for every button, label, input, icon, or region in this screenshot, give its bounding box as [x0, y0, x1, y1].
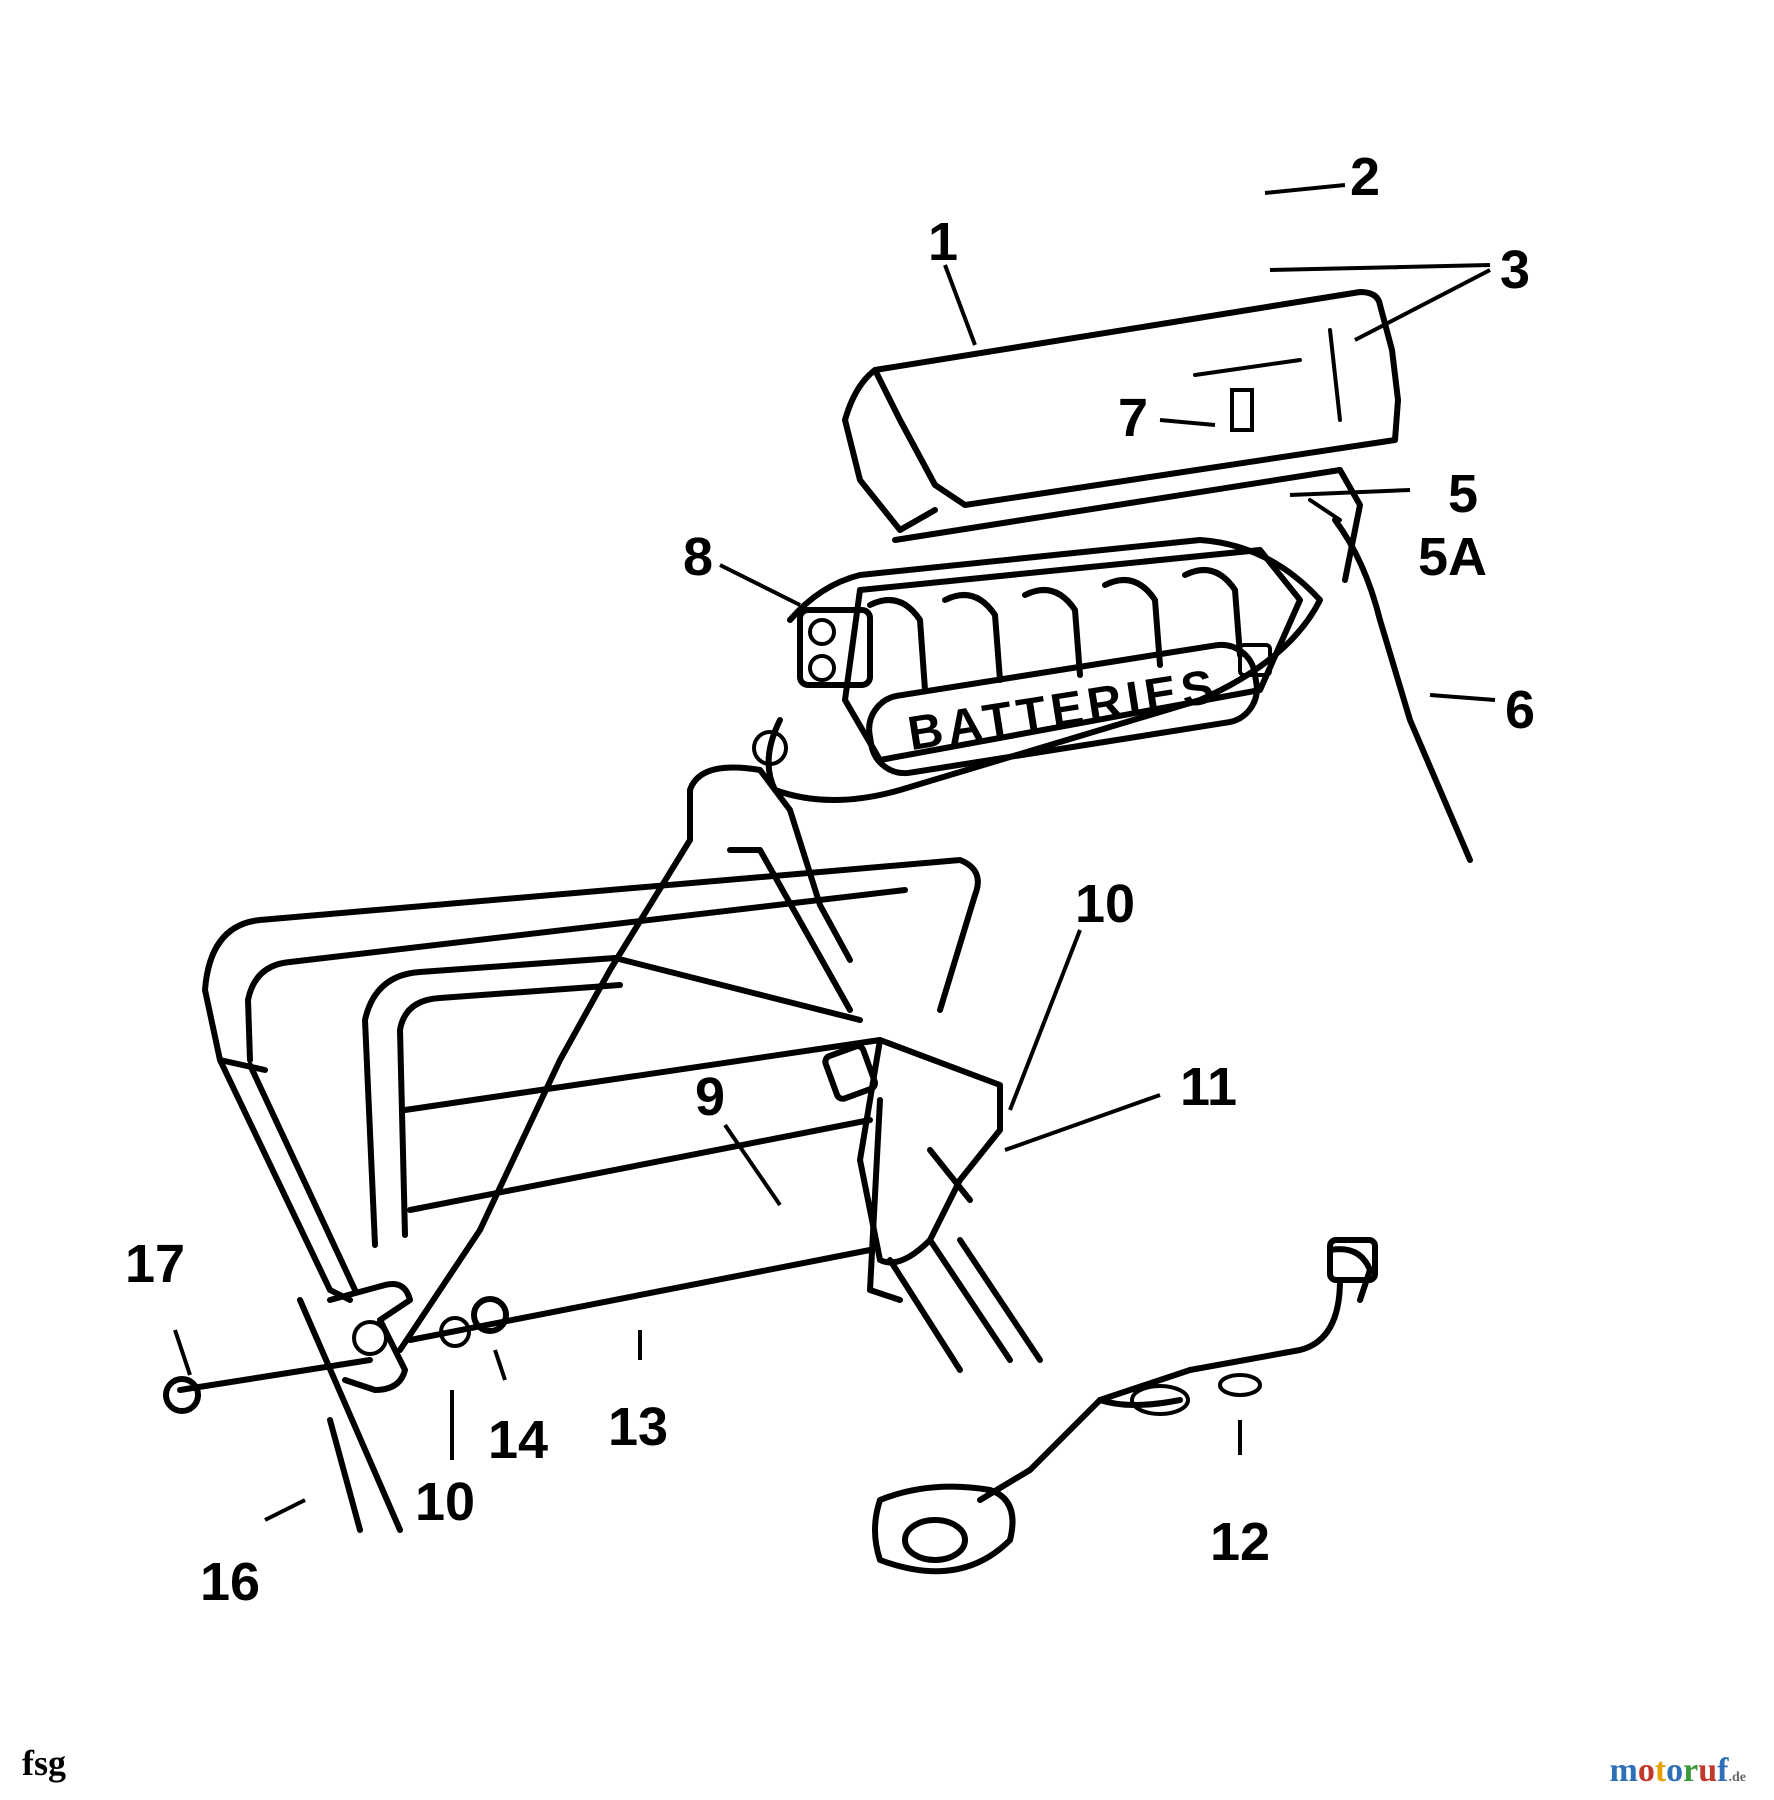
battery-tray: BATTERIES	[752, 537, 1323, 803]
handle-assembly	[163, 764, 1043, 1533]
battery-cover	[842, 289, 1401, 583]
callout-1: 1	[928, 212, 958, 272]
callout-10-lower: 10	[415, 1472, 475, 1532]
leader-lines	[173, 183, 1496, 1522]
brand-letter: m	[1609, 1752, 1638, 1789]
callout-3: 3	[1500, 240, 1530, 300]
callout-11: 11	[1180, 1057, 1237, 1117]
brand-letter: u	[1698, 1752, 1718, 1789]
brand-letter: f	[1717, 1752, 1729, 1789]
callout-10-upper: 10	[1075, 874, 1135, 934]
diagram-code: fsg	[22, 1743, 66, 1783]
charger-plug	[872, 1237, 1378, 1575]
brand-letter: o	[1637, 1752, 1655, 1789]
callout-16: 16	[200, 1552, 260, 1612]
callout-6: 6	[1505, 680, 1535, 740]
callout-12: 12	[1210, 1512, 1270, 1572]
callout-9: 9	[695, 1067, 725, 1127]
callout-7: 7	[1118, 388, 1148, 448]
callout-5: 5	[1448, 464, 1478, 524]
charge-cable	[1308, 498, 1473, 863]
brand-letters: motoruf	[1610, 1752, 1729, 1789]
brand-letter: r	[1683, 1752, 1699, 1789]
brand-watermark: motoruf.de	[1610, 1752, 1747, 1790]
callout-13: 13	[608, 1397, 668, 1457]
callout-5a: 5A	[1418, 527, 1487, 587]
callout-8: 8	[683, 527, 713, 587]
brand-letter: o	[1666, 1752, 1684, 1789]
brand-letter: t	[1654, 1752, 1667, 1789]
callout-14: 14	[488, 1410, 548, 1470]
brand-tld: .de	[1728, 1770, 1747, 1785]
callout-labels: 1 2 3 5 5A 6 7 8 9 10 11 10 12 13 14 16 …	[125, 147, 1535, 1612]
callout-17: 17	[125, 1234, 185, 1294]
callout-2: 2	[1350, 147, 1380, 207]
